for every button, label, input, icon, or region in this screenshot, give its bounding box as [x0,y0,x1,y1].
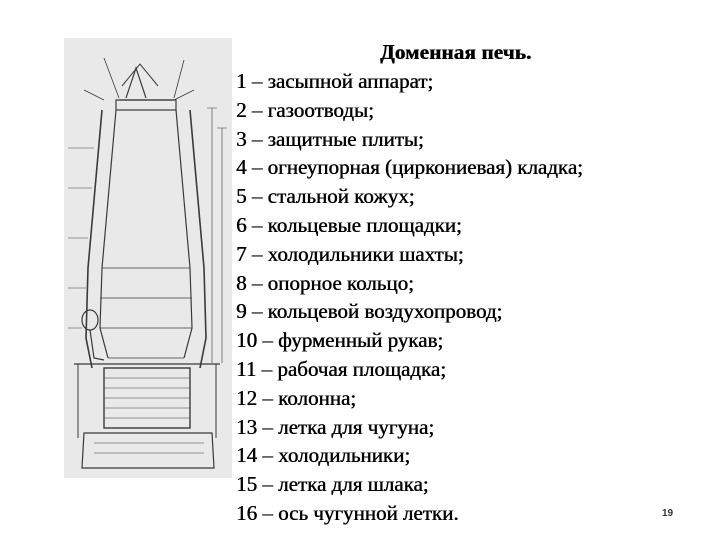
legend-item: 8 – опорное кольцо; [236,270,414,295]
blast-furnace-diagram [64,38,232,478]
legend-item: 10 – фурменный рукав; [236,328,444,353]
legend-item: 15 – летка для шлака; [236,472,429,497]
legend-item: 14 – холодильники; [236,443,411,468]
legend-item: 6 – кольцевые площадки; [236,212,462,237]
legend-item: 12 – колонна; [236,385,356,410]
legend-item: 7 – холодильники шахты; [236,241,464,266]
legend-item: 3 – защитные плиты; [236,126,424,151]
legend-item: 11 – рабочая площадка; [236,356,446,381]
legend-item: 4 – огнеупорная (циркониевая) кладка; [236,155,583,180]
legend-item: 2 – газоотводы; [236,97,374,122]
legend-list: 1 – засыпной аппарат; 2 – газоотводы; 3 … [236,67,583,528]
page-number: 19 [662,508,674,519]
legend-item: 5 – стальной кожух; [236,184,415,209]
legend-item: 16 – ось чугунной летки. [236,500,459,525]
legend-item: 1 – засыпной аппарат; [236,69,434,93]
slide-title: Доменная печь. [380,40,532,64]
legend-item: 9 – кольцевой воздухопровод; [236,299,503,324]
legend-item: 13 – летка для чугуна; [236,414,435,439]
